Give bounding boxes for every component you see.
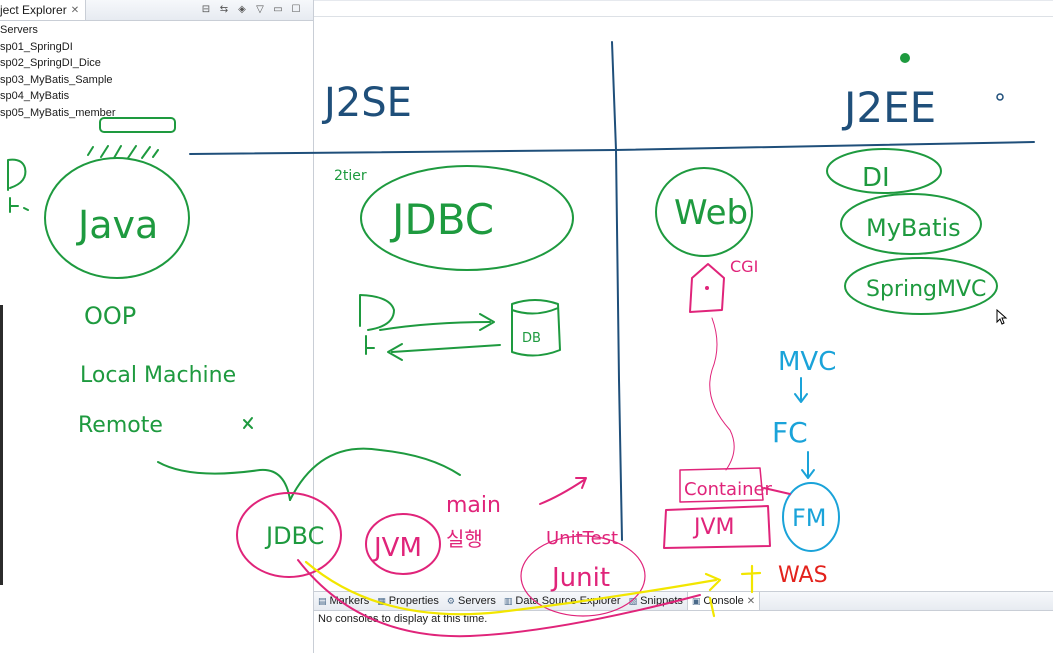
close-icon[interactable]: ✕ xyxy=(70,4,80,16)
servers-icon: ⚙ xyxy=(446,595,455,606)
project-explorer-toolbar: ⊟ ⇆ ◈ ▽ ▭ ☐ xyxy=(199,2,303,16)
tab-label: Console xyxy=(703,595,744,607)
mouse-cursor-icon xyxy=(996,309,1008,325)
maximize-icon[interactable]: ☐ xyxy=(291,3,301,15)
project-tree: Servers sp01_SpringDI sp02_SpringDI_Dice… xyxy=(0,22,116,121)
minimize-icon[interactable]: ▭ xyxy=(273,3,283,15)
tree-item-sp03[interactable]: sp03_MyBatis_Sample xyxy=(0,73,113,86)
tab-markers[interactable]: ▤ Markers xyxy=(314,592,373,610)
markers-icon: ▤ xyxy=(318,595,327,606)
focus-icon[interactable]: ◈ xyxy=(238,3,246,15)
tab-label: Markers xyxy=(329,595,370,607)
tree-item-sp05[interactable]: sp05_MyBatis_member xyxy=(0,106,116,119)
tab-properties[interactable]: ▦ Properties xyxy=(373,592,443,610)
tree-item-sp01[interactable]: sp01_SpringDI xyxy=(0,40,73,53)
console-icon: ▣ xyxy=(691,595,701,606)
tab-snippets[interactable]: ▧ Snippets xyxy=(625,592,687,610)
properties-icon: ▦ xyxy=(377,595,386,606)
tab-servers[interactable]: ⚙ Servers xyxy=(443,592,500,610)
tree-item-servers[interactable]: Servers xyxy=(0,24,38,36)
tree-item-sp02[interactable]: sp02_SpringDI_Dice xyxy=(0,57,101,69)
tab-data-source-explorer[interactable]: ▥ Data Source Explorer xyxy=(500,592,625,610)
close-icon[interactable]: ✕ xyxy=(746,595,756,607)
window-edge xyxy=(0,305,3,585)
tab-label: Data Source Explorer xyxy=(515,595,621,607)
link-editor-icon[interactable]: ⇆ xyxy=(219,3,229,15)
tree-item-sp04[interactable]: sp04_MyBatis xyxy=(0,90,70,102)
project-explorer-view: ject Explorer ✕ ⊟ ⇆ ◈ ▽ ▭ ☐ Servers sp01… xyxy=(0,0,314,653)
console-message: No consoles to display at this time. xyxy=(318,613,488,625)
project-explorer-tabbar: ject Explorer ✕ ⊟ ⇆ ◈ ▽ ▭ ☐ xyxy=(0,0,313,21)
project-explorer-tab[interactable]: ject Explorer ✕ xyxy=(0,0,87,20)
data-source-icon: ▥ xyxy=(503,595,513,606)
tab-label: Snippets xyxy=(640,595,683,607)
editor-area xyxy=(314,0,1053,593)
snippets-icon: ▧ xyxy=(628,595,638,606)
bottom-tabbar: ▤ Markers ▦ Properties ⚙ Servers ▥ Data … xyxy=(314,592,1053,611)
tab-label: Properties xyxy=(388,595,439,607)
project-explorer-tab-label: ject Explorer xyxy=(0,3,67,17)
tab-console[interactable]: ▣ Console ✕ xyxy=(686,592,761,610)
view-menu-icon[interactable]: ▽ xyxy=(256,3,264,15)
editor-divider xyxy=(314,16,1053,17)
tab-label: Servers xyxy=(457,595,496,607)
collapse-all-icon[interactable]: ⊟ xyxy=(201,3,211,15)
bottom-panel: ▤ Markers ▦ Properties ⚙ Servers ▥ Data … xyxy=(314,591,1053,654)
